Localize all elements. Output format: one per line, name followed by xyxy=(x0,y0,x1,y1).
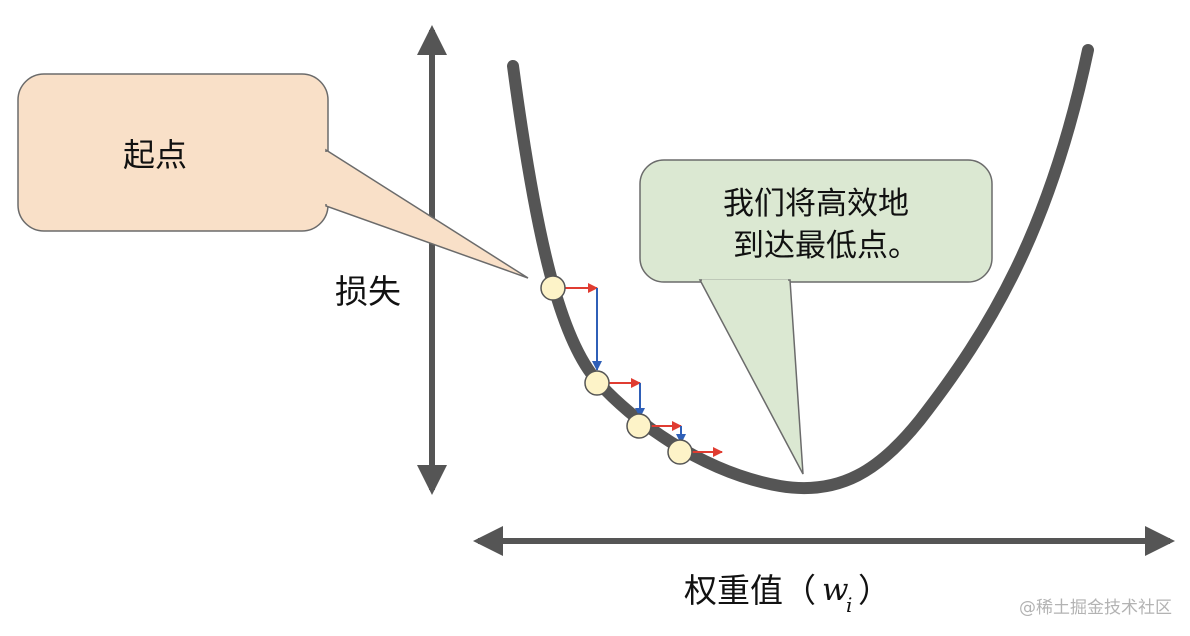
step-point xyxy=(667,439,693,465)
x-axis-label-suffix: ） xyxy=(858,571,891,610)
x-axis-label-variable: w xyxy=(822,572,849,608)
step-point xyxy=(626,413,652,439)
step-points xyxy=(540,275,693,465)
minimum-callout-line-2: 到达最低点。 xyxy=(733,228,919,264)
gradient-steps xyxy=(564,283,723,457)
y-axis-label: 损失 xyxy=(335,272,401,311)
loss-curve xyxy=(507,44,1094,495)
x-axis-label: 权重值（ w i ） xyxy=(684,571,891,617)
minimum-callout-line-1: 我们将高效地 xyxy=(723,186,909,222)
step-point xyxy=(540,275,566,301)
step-point xyxy=(584,370,610,396)
start-callout-label: 起点 xyxy=(123,136,187,174)
x-axis-label-prefix: 权重值（ xyxy=(684,571,816,610)
watermark: @稀土掘金技术社区 xyxy=(1019,598,1172,618)
minimum-callout: 我们将高效地 到达最低点。 xyxy=(639,159,993,475)
start-callout: 起点 xyxy=(17,73,529,279)
x-axis-label-subscript: i xyxy=(846,593,852,617)
